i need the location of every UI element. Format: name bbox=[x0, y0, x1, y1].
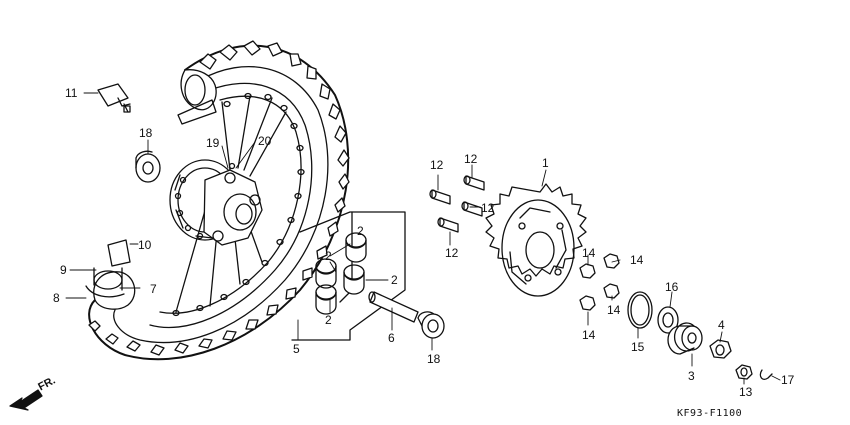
callout-12-c: 12 bbox=[481, 201, 495, 215]
callout-14-d: 14 bbox=[582, 328, 596, 342]
stud-bolts bbox=[429, 175, 485, 233]
callout-3: 3 bbox=[688, 369, 695, 383]
callout-8: 8 bbox=[53, 291, 60, 305]
callout-5: 5 bbox=[293, 342, 300, 356]
callout-20: 20 bbox=[258, 134, 272, 148]
axle-nut bbox=[709, 339, 732, 359]
drawing-code: KF93-F1100 bbox=[677, 408, 743, 419]
callout-10: 10 bbox=[138, 238, 152, 252]
callout-14-a: 14 bbox=[582, 246, 596, 260]
callout-12-d: 12 bbox=[445, 246, 459, 260]
front-direction-arrow bbox=[9, 389, 43, 411]
callout-17: 17 bbox=[781, 373, 795, 387]
callout-12-a: 12 bbox=[430, 158, 444, 172]
damper-rubbers bbox=[315, 232, 367, 315]
callout-11: 11 bbox=[65, 86, 78, 100]
callout-13: 13 bbox=[739, 385, 753, 399]
circlip bbox=[627, 291, 653, 329]
callout-2-b: 2 bbox=[325, 249, 332, 263]
callout-2-c: 2 bbox=[391, 273, 398, 287]
cotter-pin bbox=[759, 369, 773, 380]
callout-6: 6 bbox=[388, 331, 395, 345]
callout-7: 7 bbox=[150, 282, 157, 296]
final-driven-flange bbox=[667, 322, 703, 355]
callout-9: 9 bbox=[60, 263, 67, 277]
callout-2-a: 2 bbox=[357, 224, 364, 238]
nut-13 bbox=[735, 364, 753, 380]
callout-14-c: 14 bbox=[607, 303, 621, 317]
bearing-part-lower bbox=[417, 311, 445, 339]
callout-18-upper: 18 bbox=[139, 126, 153, 140]
callout-18-lower: 18 bbox=[427, 352, 441, 366]
callout-1: 1 bbox=[542, 156, 549, 170]
bearing-16 bbox=[657, 306, 679, 334]
valve-part bbox=[97, 83, 131, 113]
callout-19: 19 bbox=[206, 136, 220, 150]
collar-part bbox=[368, 291, 419, 323]
callout-16: 16 bbox=[665, 280, 679, 294]
leader-lines bbox=[65, 92, 781, 385]
callout-2-d: 2 bbox=[325, 313, 332, 327]
callout-4: 4 bbox=[718, 318, 725, 332]
nuts bbox=[579, 253, 620, 311]
callout-15: 15 bbox=[631, 340, 645, 354]
callout-12-b: 12 bbox=[464, 152, 478, 166]
driven-sprocket bbox=[485, 183, 587, 297]
rear-wheel bbox=[85, 40, 350, 361]
bearing-part-upper bbox=[135, 150, 161, 183]
callout-14-b: 14 bbox=[630, 253, 644, 267]
